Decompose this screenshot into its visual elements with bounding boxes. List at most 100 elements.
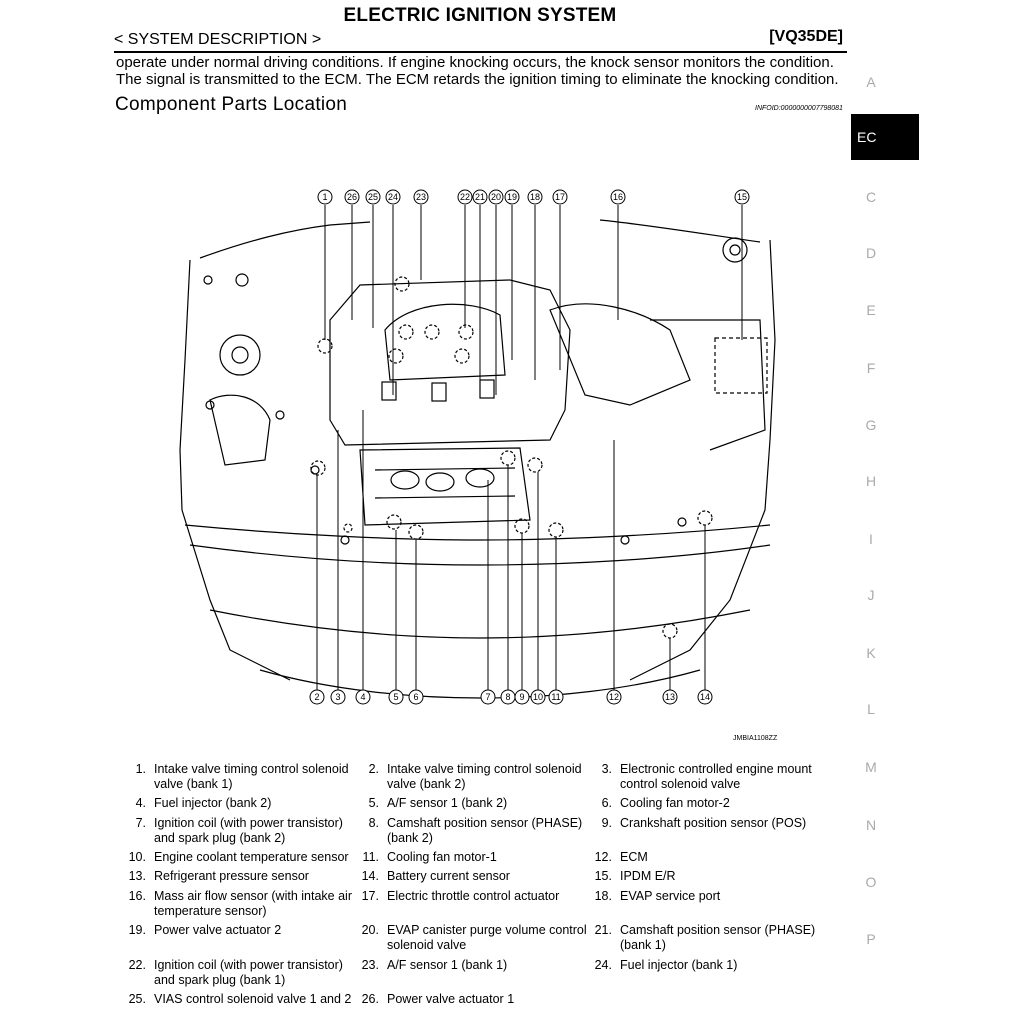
callout-label: 26 bbox=[347, 192, 357, 202]
callout-16: 16 bbox=[610, 189, 626, 205]
legend-text: Fuel injector (bank 1) bbox=[620, 958, 738, 972]
callout-label: 12 bbox=[609, 692, 619, 702]
callout-label: 24 bbox=[388, 192, 398, 202]
legend-text: EVAP service port bbox=[620, 889, 721, 903]
header-rule bbox=[114, 51, 847, 53]
legend-text: Cooling fan motor-2 bbox=[620, 796, 730, 810]
legend-text: EVAP canister purge volume control solen… bbox=[387, 923, 587, 952]
callout-label: 13 bbox=[665, 692, 675, 702]
callout-24: 24 bbox=[385, 189, 401, 205]
legend-num: 5. bbox=[368, 796, 379, 810]
legend-text: Fuel injector (bank 2) bbox=[154, 796, 272, 810]
body-text-line-1: operate under normal driving conditions.… bbox=[116, 54, 834, 71]
callout-label: 2 bbox=[314, 692, 319, 702]
index-letter[interactable]: O bbox=[865, 874, 877, 890]
callout-label: 3 bbox=[335, 692, 340, 702]
legend-text: Electric throttle control actuator bbox=[387, 889, 560, 903]
legend-text: Power valve actuator 1 bbox=[387, 992, 515, 1006]
callout-label: 25 bbox=[368, 192, 378, 202]
legend-text: Intake valve timing control solenoid val… bbox=[154, 762, 349, 791]
index-letter[interactable]: H bbox=[865, 473, 877, 489]
legend-text: Crankshaft position sensor (POS) bbox=[620, 816, 807, 830]
body-text-line-2: The signal is transmitted to the ECM. Th… bbox=[116, 71, 839, 88]
index-letter[interactable]: E bbox=[866, 302, 876, 318]
legend-num: 2. bbox=[368, 762, 379, 776]
callout-label: 17 bbox=[555, 192, 565, 202]
index-letter[interactable]: F bbox=[866, 360, 876, 376]
index-letter[interactable]: L bbox=[867, 701, 875, 717]
legend-text: Electronic controlled engine mount contr… bbox=[620, 762, 812, 791]
callout-4: 4 bbox=[355, 689, 371, 705]
legend-num: 23. bbox=[361, 958, 379, 972]
legend-num: 8. bbox=[368, 816, 379, 830]
callout-6: 6 bbox=[408, 689, 424, 705]
callout-label: 6 bbox=[413, 692, 418, 702]
legend-text: Mass air flow sensor (with intake air te… bbox=[154, 889, 352, 918]
callout-13: 13 bbox=[662, 689, 678, 705]
legend-num: 9. bbox=[601, 816, 612, 830]
leader-lines bbox=[316, 205, 743, 695]
callout-15: 15 bbox=[734, 189, 750, 205]
legend-num: 21. bbox=[594, 923, 612, 937]
legend-text: Power valve actuator 2 bbox=[154, 923, 282, 937]
callout-label: 20 bbox=[491, 192, 501, 202]
legend-num: 20. bbox=[361, 923, 379, 937]
legend-num: 12. bbox=[594, 850, 612, 864]
callout-3: 3 bbox=[330, 689, 346, 705]
callout-7: 7 bbox=[480, 689, 496, 705]
legend-num: 13. bbox=[128, 869, 146, 883]
callout-label: 19 bbox=[507, 192, 517, 202]
index-letter[interactable]: N bbox=[865, 817, 877, 833]
legend-text: Intake valve timing control solenoid val… bbox=[387, 762, 582, 791]
callout-8: 8 bbox=[500, 689, 516, 705]
legend-text: Refrigerant pressure sensor bbox=[154, 869, 309, 883]
index-letter[interactable]: J bbox=[867, 587, 875, 603]
legend-text: A/F sensor 1 (bank 2) bbox=[387, 796, 508, 810]
callouts-top: 1 26 25 24 23 22 21 20 19 18 17 16 15 bbox=[317, 189, 750, 205]
index-letter[interactable]: A bbox=[866, 74, 876, 90]
legend-num: 11. bbox=[362, 850, 379, 864]
legend-num: 17. bbox=[361, 889, 379, 903]
index-letter[interactable]: I bbox=[869, 531, 873, 547]
engine-outline bbox=[179, 219, 776, 699]
callout-5: 5 bbox=[388, 689, 404, 705]
legend-text: Battery current sensor bbox=[387, 869, 510, 883]
index-letter[interactable]: D bbox=[865, 245, 877, 261]
callout-22: 22 bbox=[457, 189, 473, 205]
callout-label: 15 bbox=[737, 192, 747, 202]
legend-num: 14. bbox=[361, 869, 379, 883]
callout-2: 2 bbox=[309, 689, 325, 705]
index-letter[interactable]: C bbox=[865, 189, 877, 205]
legend-text: IPDM E/R bbox=[620, 869, 676, 883]
legend-text: Camshaft position sensor (PHASE) (bank 1… bbox=[620, 923, 816, 952]
legend-num: 10. bbox=[128, 850, 146, 864]
index-tab-active[interactable]: EC bbox=[851, 114, 919, 160]
legend-text: ECM bbox=[620, 850, 648, 864]
legend-num: 26. bbox=[361, 992, 379, 1006]
model-tag: [VQ35DE] bbox=[769, 28, 843, 45]
callout-1: 1 bbox=[317, 189, 333, 205]
callout-label: 1 bbox=[322, 192, 327, 202]
callout-label: 16 bbox=[613, 192, 623, 202]
callout-label: 22 bbox=[460, 192, 470, 202]
legend-text: Camshaft position sensor (PHASE) (bank 2… bbox=[387, 816, 583, 845]
legend-num: 16. bbox=[128, 889, 146, 903]
callout-11: 11 bbox=[548, 689, 564, 705]
index-letter[interactable]: M bbox=[865, 759, 877, 775]
callout-26: 26 bbox=[344, 189, 360, 205]
legend-text: A/F sensor 1 (bank 1) bbox=[387, 958, 508, 972]
callout-17: 17 bbox=[552, 189, 568, 205]
callout-label: 4 bbox=[360, 692, 365, 702]
index-letter[interactable]: K bbox=[866, 645, 876, 661]
legend-num: 4. bbox=[135, 796, 146, 810]
legend-num: 25. bbox=[128, 992, 146, 1006]
legend-num: 7. bbox=[135, 816, 146, 830]
legend-num: 1. bbox=[135, 762, 146, 776]
component-markers bbox=[310, 276, 713, 639]
callout-20: 20 bbox=[488, 189, 504, 205]
callouts-bottom: 2 3 4 5 6 7 8 9 10 11 12 13 14 bbox=[309, 689, 713, 705]
figure-code: JMBIA1108ZZ bbox=[733, 735, 778, 742]
index-letter[interactable]: P bbox=[866, 931, 876, 947]
index-letter[interactable]: G bbox=[865, 417, 877, 433]
callout-label: 18 bbox=[530, 192, 540, 202]
